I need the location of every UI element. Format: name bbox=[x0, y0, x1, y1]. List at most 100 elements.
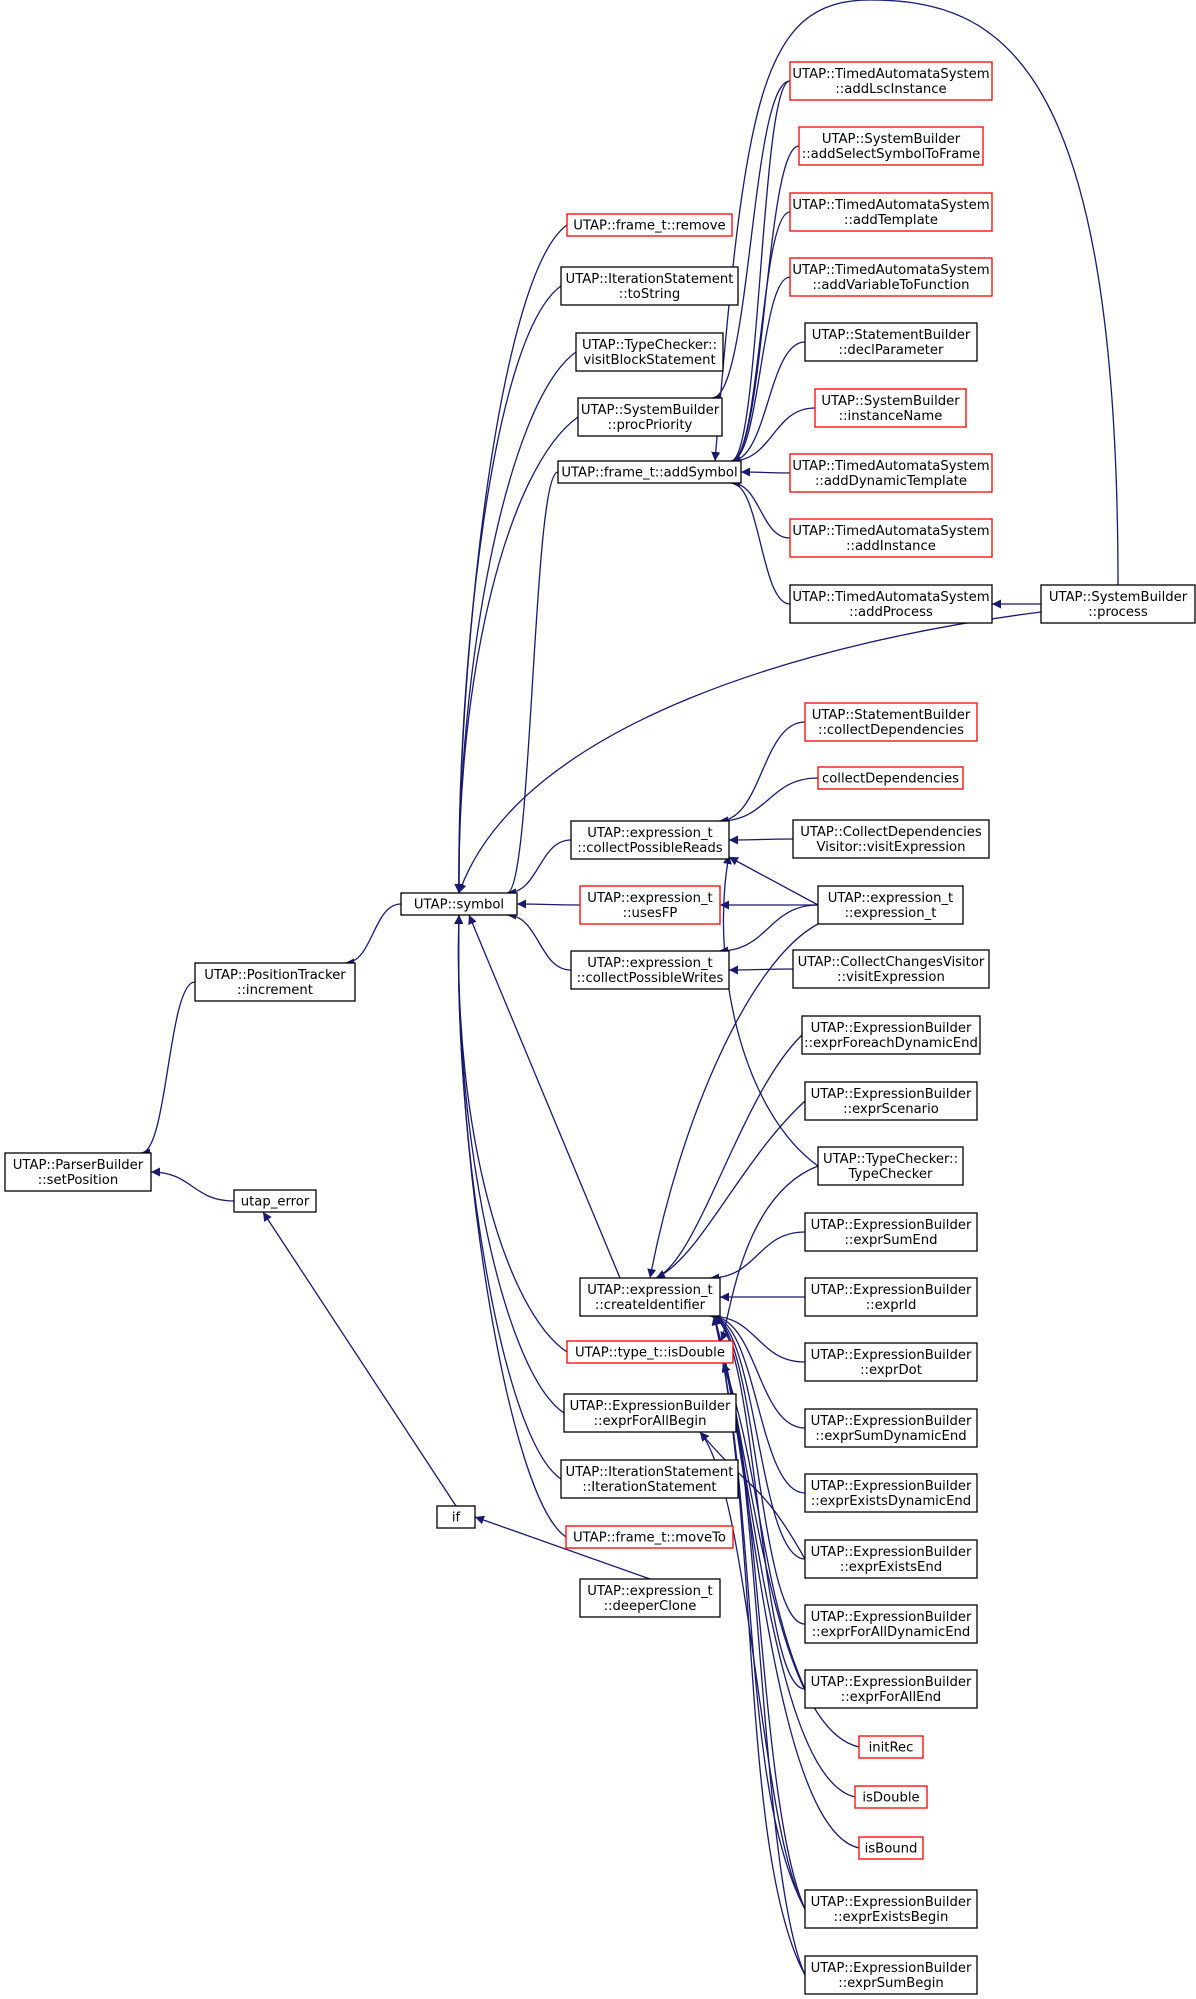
edge-usesFP-to-symbol bbox=[516, 899, 581, 909]
node-exprSumBegin[interactable]: UTAP::ExpressionBuilder::exprSumBegin bbox=[804, 1955, 978, 1995]
node-declParameter[interactable]: UTAP::StatementBuilder::declParameter bbox=[804, 322, 978, 362]
node-addSelectSymbolToFrame[interactable]: UTAP::SystemBuilder::addSelectSymbolToFr… bbox=[798, 126, 984, 166]
node-exprExistsEnd[interactable]: UTAP::ExpressionBuilder::exprExistsEnd bbox=[804, 1539, 978, 1579]
node-exprExistsDynamicEnd[interactable]: UTAP::ExpressionBuilder::exprExistsDynam… bbox=[804, 1473, 978, 1513]
node-moveTo[interactable]: UTAP::frame_t::moveTo bbox=[565, 1525, 734, 1549]
edge-line bbox=[728, 835, 794, 845]
node-exprForAllDynamicEnd[interactable]: UTAP::ExpressionBuilder::exprForAllDynam… bbox=[804, 1604, 978, 1644]
node-exprForAllBegin[interactable]: UTAP::ExpressionBuilder::exprForAllBegin bbox=[563, 1393, 737, 1433]
node-iterationStatementCtor[interactable]: UTAP::IterationStatement::IterationState… bbox=[560, 1459, 739, 1499]
node-label-line: ::addVariableToFunction bbox=[812, 278, 969, 293]
node-exprSumDynamicEnd[interactable]: UTAP::ExpressionBuilder::exprSumDynamicE… bbox=[804, 1408, 978, 1448]
edge-line bbox=[468, 914, 621, 1279]
node-box bbox=[1040, 584, 1196, 624]
node-exprCtor[interactable]: UTAP::expression_t::expression_t bbox=[817, 885, 964, 925]
node-exprSumEnd[interactable]: UTAP::ExpressionBuilder::exprSumEnd bbox=[804, 1212, 978, 1252]
node-addProcess[interactable]: UTAP::TimedAutomataSystem::addProcess bbox=[789, 584, 993, 624]
edge-line bbox=[730, 478, 791, 539]
node-addDynamicTemplate[interactable]: UTAP::TimedAutomataSystem::addDynamicTem… bbox=[789, 453, 993, 493]
node-createIdentifier[interactable]: UTAP::expression_t::createIdentifier bbox=[579, 1277, 721, 1317]
node-box bbox=[804, 322, 978, 362]
node-addInstance[interactable]: UTAP::TimedAutomataSystem::addInstance bbox=[789, 518, 993, 558]
node-box bbox=[858, 1735, 924, 1759]
node-box bbox=[577, 397, 723, 437]
node-process[interactable]: UTAP::SystemBuilder::process bbox=[1040, 584, 1196, 624]
node-isDouble[interactable]: isDouble bbox=[854, 1785, 928, 1809]
node-typeIsDouble[interactable]: UTAP::type_t::isDouble bbox=[566, 1340, 734, 1364]
node-addLscInstance[interactable]: UTAP::TimedAutomataSystem::addLscInstanc… bbox=[789, 61, 993, 101]
node-label-line: UTAP::ExpressionBuilder bbox=[811, 1675, 972, 1690]
node-typeCheckerCtor[interactable]: UTAP::TypeChecker::TypeChecker bbox=[817, 1146, 964, 1186]
node-symbol[interactable]: UTAP::symbol bbox=[400, 892, 518, 916]
node-label-line: UTAP::CollectDependencies bbox=[800, 825, 982, 840]
node-label-line: UTAP::TimedAutomataSystem bbox=[792, 590, 989, 605]
edge-line bbox=[457, 611, 1042, 894]
node-usesFP[interactable]: UTAP::expression_t::usesFP bbox=[579, 885, 721, 925]
node-addTemplate[interactable]: UTAP::TimedAutomataSystem::addTemplate bbox=[789, 192, 993, 232]
node-label-line: UTAP::TypeChecker:: bbox=[823, 1152, 958, 1167]
edge-addLscInstance-to-procPriority bbox=[711, 80, 791, 403]
edge-line bbox=[718, 721, 806, 826]
edge-line bbox=[709, 1231, 806, 1283]
edge-process-to-addSymbol bbox=[711, 0, 1119, 586]
node-addVariableToFunction[interactable]: UTAP::TimedAutomataSystem::addVariableTo… bbox=[789, 257, 993, 297]
edge-line bbox=[454, 285, 562, 894]
node-label-line: UTAP::expression_t bbox=[587, 891, 712, 906]
node-setPosition[interactable]: UTAP::ParserBuilder::setPosition bbox=[4, 1152, 152, 1192]
node-exprScenario[interactable]: UTAP::ExpressionBuilder::exprScenario bbox=[804, 1081, 978, 1121]
node-collectPossibleReads[interactable]: UTAP::expression_t::collectPossibleReads bbox=[570, 820, 730, 860]
node-isBound[interactable]: isBound bbox=[858, 1836, 924, 1860]
node-label-line: ::exprExistsBegin bbox=[834, 1910, 949, 1925]
node-increment[interactable]: UTAP::PositionTracker::increment bbox=[194, 962, 356, 1002]
node-box bbox=[817, 766, 964, 790]
node-collectDependencies[interactable]: collectDependencies bbox=[817, 766, 964, 790]
edge-stmtCollectDependencies-to-collectPossibleReads bbox=[718, 721, 806, 826]
edge-typeCheckerCtor-to-typeIsDouble bbox=[720, 1165, 819, 1342]
node-stmtCollectDependencies[interactable]: UTAP::StatementBuilder::collectDependenc… bbox=[804, 702, 978, 742]
node-box bbox=[817, 1146, 964, 1186]
node-addSymbol[interactable]: UTAP::frame_t::addSymbol bbox=[557, 460, 742, 484]
edge-line bbox=[740, 467, 791, 477]
node-label-line: UTAP::ExpressionBuilder bbox=[811, 1283, 972, 1298]
node-label-line: ::addTemplate bbox=[844, 213, 938, 228]
node-remove[interactable]: UTAP::frame_t::remove bbox=[566, 213, 733, 237]
node-collectPossibleWrites[interactable]: UTAP::expression_t::collectPossibleWrite… bbox=[570, 950, 730, 990]
node-utap_error[interactable]: utap_error bbox=[233, 1189, 317, 1213]
edge-line bbox=[699, 1431, 806, 1560]
edge-toString-to-symbol bbox=[454, 285, 562, 894]
node-initRec[interactable]: initRec bbox=[858, 1735, 924, 1759]
node-box bbox=[194, 962, 356, 1002]
edge-line bbox=[454, 351, 577, 894]
node-exprExistsBegin[interactable]: UTAP::ExpressionBuilder::exprExistsBegin bbox=[804, 1889, 978, 1929]
node-ccvVisitExpression[interactable]: UTAP::CollectChangesVisitor::visitExpres… bbox=[792, 949, 990, 989]
edge-deeperClone-to-if bbox=[474, 1515, 651, 1580]
node-visitBlockStatement[interactable]: UTAP::TypeChecker::visitBlockStatement bbox=[575, 332, 724, 372]
node-label-line: UTAP::ExpressionBuilder bbox=[811, 1479, 972, 1494]
node-instanceName[interactable]: UTAP::SystemBuilder::instanceName bbox=[814, 388, 967, 428]
edge-line bbox=[721, 1362, 806, 1976]
node-cdvVisitExpression[interactable]: UTAP::CollectDependenciesVisitor::visitE… bbox=[792, 819, 990, 859]
node-label-line: UTAP::ExpressionBuilder bbox=[570, 1399, 731, 1414]
node-box bbox=[579, 1578, 721, 1618]
node-deeperClone[interactable]: UTAP::expression_t::deeperClone bbox=[579, 1578, 721, 1618]
node-label-line: ::exprScenario bbox=[843, 1102, 939, 1117]
edge-line bbox=[647, 923, 819, 1279]
node-box bbox=[575, 332, 724, 372]
node-exprForeachDynamicEnd[interactable]: UTAP::ExpressionBuilder::exprForeachDyna… bbox=[801, 1015, 981, 1055]
node-label-line: ::exprForAllBegin bbox=[594, 1414, 707, 1429]
edge-exprScenario-to-createIdentifier bbox=[655, 1100, 806, 1279]
node-exprId[interactable]: UTAP::ExpressionBuilder::exprId bbox=[804, 1277, 978, 1317]
edge-line bbox=[718, 777, 819, 826]
node-label-line: UTAP::ExpressionBuilder bbox=[811, 1414, 972, 1429]
node-box bbox=[789, 518, 993, 558]
node-toString[interactable]: UTAP::IterationStatement::toString bbox=[560, 266, 739, 306]
node-box bbox=[789, 257, 993, 297]
node-exprDot[interactable]: UTAP::ExpressionBuilder::exprDot bbox=[804, 1342, 978, 1382]
edge-line bbox=[506, 910, 572, 971]
node-label-line: ::addProcess bbox=[849, 605, 933, 620]
edge-exprCtor-to-collectPossibleWrites bbox=[718, 904, 819, 956]
node-label-line: ::addInstance bbox=[846, 539, 936, 554]
node-exprForAllEnd[interactable]: UTAP::ExpressionBuilder::exprForAllEnd bbox=[804, 1669, 978, 1709]
node-procPriority[interactable]: UTAP::SystemBuilder::procPriority bbox=[577, 397, 723, 437]
node-if[interactable]: if bbox=[436, 1505, 476, 1529]
